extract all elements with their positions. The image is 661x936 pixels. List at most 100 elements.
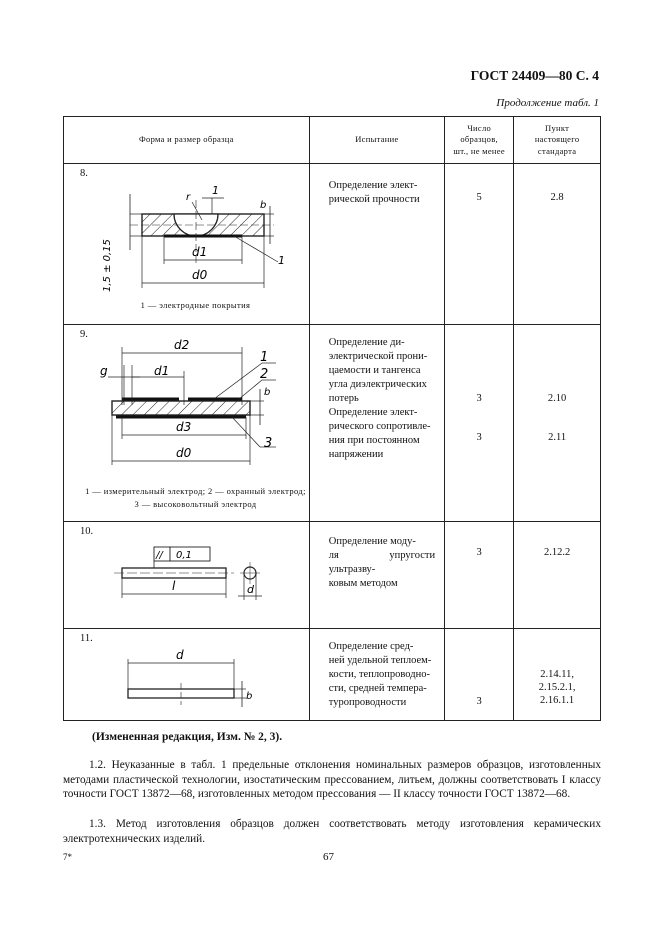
test-line: Определение моду- (328, 536, 416, 547)
table-header-row: Форма и размер образца Испытание Число о… (63, 116, 601, 164)
count-cell: 3 (444, 628, 515, 721)
clause-value: 2.11 (548, 432, 567, 443)
row-number: 10. (80, 526, 94, 537)
callout-1: 1 (260, 350, 268, 365)
dim-d-label: d (247, 583, 255, 596)
table-row: 9. d2 g (63, 324, 601, 522)
test-cell: Определение ди- электрической прони- цае… (308, 324, 446, 522)
test-line: электрической прони- (328, 351, 428, 362)
header-count-line: Число (467, 122, 492, 133)
page-number: 67 (323, 851, 334, 863)
test-cell: Определение сред- ней удельной теплоем- … (308, 628, 446, 721)
header-clause-line: Пункт (545, 122, 570, 133)
test-line: ния при постоянном (328, 435, 420, 446)
dim-b-label: b (264, 387, 270, 398)
dim-d2-label: d2 (174, 338, 189, 352)
header-clause: Пункт настоящего стандарта (513, 116, 601, 164)
count-value: 5 (476, 192, 482, 203)
test-cell: Определение элект- рической прочности (308, 163, 446, 325)
table-row: 11. d b Определение сред- ней удельной т… (63, 628, 601, 721)
specimen-drawing-10: // 0,1 l d (114, 546, 262, 600)
count-value: 3 (476, 432, 482, 443)
figure-cell-10: 10. // 0,1 l d (63, 521, 310, 629)
tolerance-value: 0,1 (176, 550, 192, 561)
radius-label: r (186, 192, 191, 203)
footer-mark: 7* (63, 852, 72, 862)
dim-d0-label: d0 (176, 446, 192, 460)
test-line: напряжении (328, 449, 384, 460)
dim-b-label: b (260, 200, 266, 211)
clause-value: 2.8 (550, 192, 564, 203)
table-row: 10. // 0,1 l d (63, 521, 601, 629)
dim-d-label: d (176, 648, 184, 662)
row-number: 8. (80, 168, 88, 179)
test-line: сти, средней темпера- (328, 683, 427, 694)
test-line: туропроводности (328, 697, 407, 708)
table-continuation-label: Продолжение табл. 1 (496, 97, 599, 109)
clause-value: 2.14.11, (540, 669, 574, 680)
clause-cell: 2.10 2.11 (513, 324, 601, 522)
caption-line: 3 — высоковольтный электрод (134, 499, 257, 509)
row-number: 9. (80, 329, 88, 340)
test-cell: Определение моду- ля упругости ультразву… (308, 521, 446, 629)
test-line: ней удельной теплоем- (328, 655, 432, 666)
dim-g-label: g (100, 364, 108, 378)
dim-b-label: b (246, 691, 252, 702)
count-value: 3 (476, 393, 482, 404)
dim-l-label: l (172, 579, 176, 593)
specimen-drawing-9: d2 g d1 b d3 d0 (100, 338, 276, 465)
test-line: Определение элект- (328, 180, 418, 191)
callout-3: 3 (264, 436, 272, 451)
count-cell: 5 (444, 163, 515, 325)
specimen-drawing-8: b 1,5 ± 0,15 d1 d0 r 1 1 (102, 184, 285, 292)
header-count-line: образцов, (460, 134, 498, 145)
clause-cell: 2.14.11, 2.15.2.1, 2.16.1.1 (513, 628, 601, 721)
header-shape: Форма и размер образца (63, 116, 310, 164)
paragraph-1-2: 1.2. Неуказанные в табл. 1 предельные от… (63, 759, 601, 800)
dim-d1-label: d1 (154, 364, 169, 378)
clause-value: 2.15.2.1, (538, 682, 576, 693)
figure-cell-11: 11. d b (63, 628, 310, 721)
clause-value: 2.12.2 (543, 547, 571, 558)
dim-d1-label: d1 (192, 245, 207, 259)
callout-2: 2 (260, 367, 268, 382)
test-line: Определение элект- (328, 407, 418, 418)
test-line: угла диэлектрических (328, 379, 427, 390)
callout-1-top: 1 (212, 184, 219, 197)
clause-value: 2.16.1.1 (540, 695, 575, 706)
test-line: рической прочности (328, 194, 420, 205)
test-line: цаемости и тангенса (328, 365, 421, 376)
dim-thickness-label: 1,5 ± 0,15 (102, 239, 113, 292)
test-line: потерь (328, 393, 359, 404)
figure-caption-8: 1 — электродные покрытия (140, 300, 251, 310)
test-line: ковым методом (328, 578, 398, 589)
tolerance-symbol: // (155, 550, 164, 561)
amendment-note: (Измененная редакция, Изм. № 2, 3). (92, 731, 283, 743)
header-count: Число образцов, шт., не менее (444, 116, 515, 164)
figure-caption-9: 1 — измерительный электрод; 2 — охранный… (64, 485, 327, 511)
count-value: 3 (476, 696, 482, 707)
figure-cell-8: 8. b 1,5 ± 0,15 (63, 163, 310, 325)
count-cell: 3 (444, 521, 515, 629)
dim-d0-label: d0 (192, 268, 208, 282)
page-header: ГОСТ 24409—80 С. 4 (470, 68, 599, 83)
dim-d3-label: d3 (176, 420, 191, 434)
caption-line: 1 — измерительный электрод; 2 — охранный… (85, 486, 306, 496)
header-clause-line: стандарта (537, 145, 577, 156)
figure-cell-9: 9. d2 g (63, 324, 310, 522)
count-value: 3 (476, 547, 482, 558)
clause-value: 2.10 (547, 393, 567, 404)
clause-cell: 2.12.2 (513, 521, 601, 629)
specimen-table: Форма и размер образца Испытание Число о… (63, 116, 601, 721)
specimen-drawing-11: d b (127, 648, 252, 707)
test-line: Определение сред- (328, 641, 414, 652)
test-line: ля упругости ультразву- (328, 550, 436, 575)
paragraph-1-3: 1.3. Метод изготовления образцов должен … (63, 818, 601, 845)
header-clause-line: настоящего (534, 134, 580, 145)
table-row: 8. b 1,5 ± 0,15 (63, 163, 601, 325)
test-line: рического сопротивле- (328, 421, 431, 432)
header-test: Испытание (308, 116, 446, 164)
test-line: Определение ди- (328, 337, 405, 348)
row-number: 11. (80, 633, 93, 644)
count-cell: 3 3 (444, 324, 515, 522)
